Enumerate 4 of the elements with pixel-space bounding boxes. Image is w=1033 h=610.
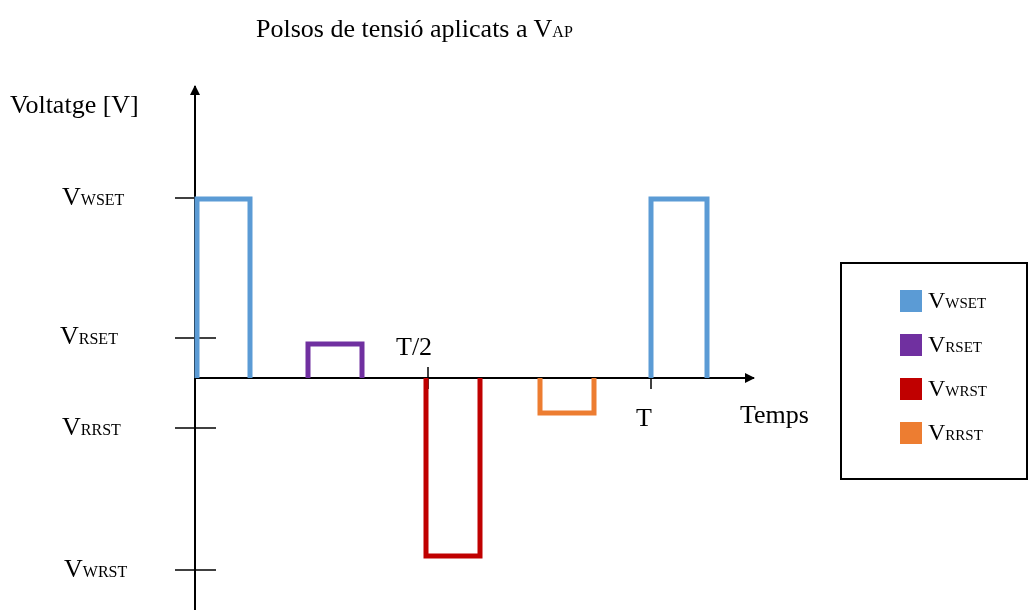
- tick-label: T/2: [396, 334, 433, 360]
- axis-label: Temps: [740, 402, 809, 428]
- axis-label: Voltatge [V]: [10, 92, 139, 118]
- tick-label: T: [636, 405, 652, 431]
